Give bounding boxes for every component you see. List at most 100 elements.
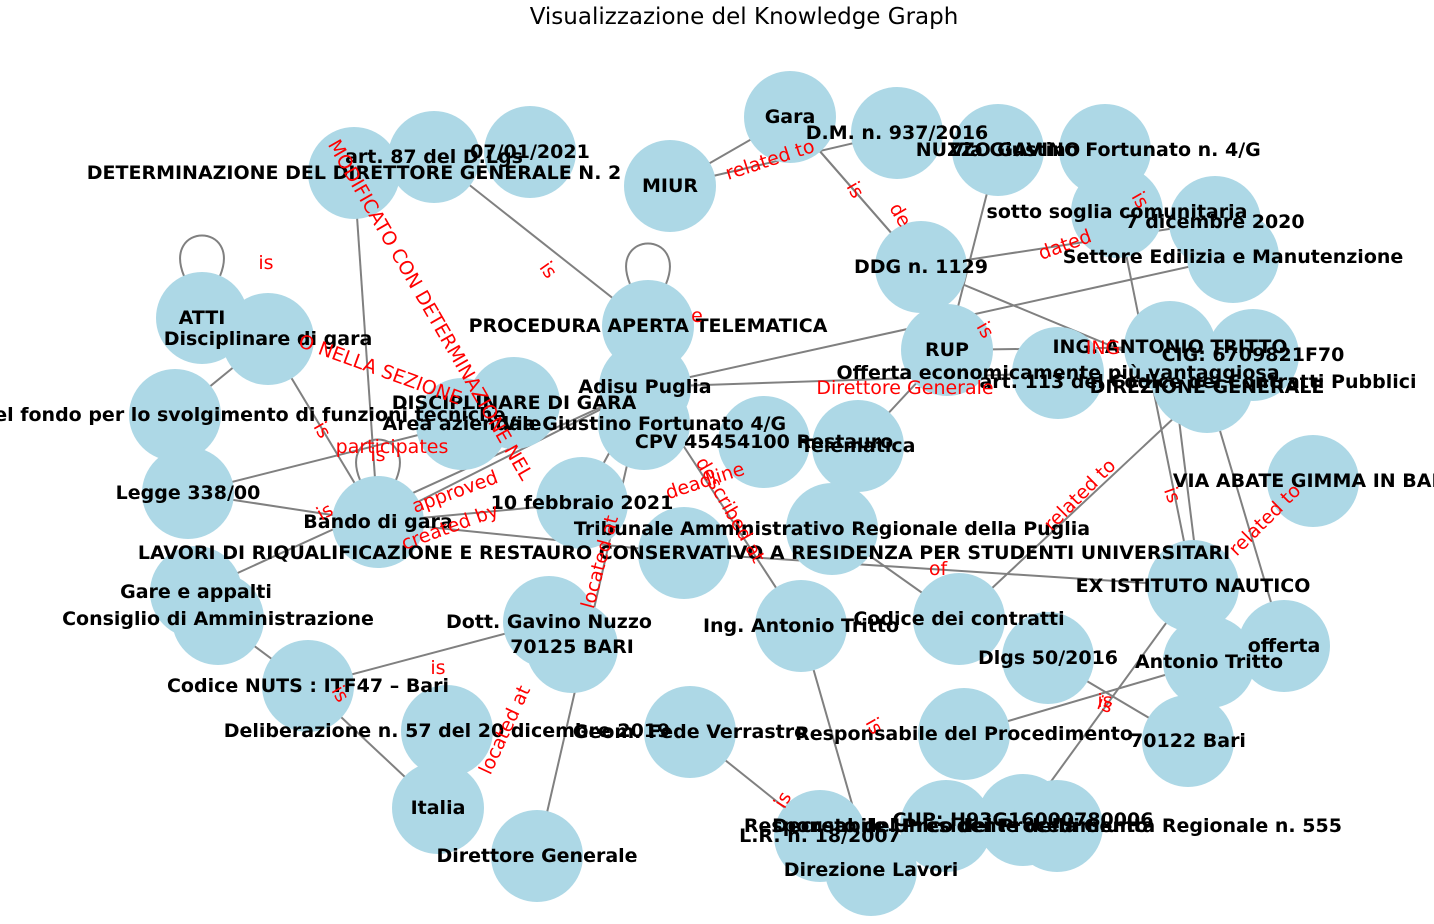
node-offerta — [1238, 600, 1330, 692]
node-codice_contratti — [913, 573, 1005, 665]
node-label-gare_appalti: Gare e appalti — [120, 581, 272, 603]
edge-label-lavori-nautico: of — [929, 558, 949, 580]
node-label-responsabile: Responsabile del Procedimento — [795, 723, 1133, 745]
node-label-tar: Tribunale Amministrativo Regionale della… — [574, 518, 1090, 540]
node-label-ddg1129: DDG n. 1129 — [854, 256, 988, 278]
node-label-lavori: LAVORI DI RIQUALIFICAZIONE E RESTAURO CO… — [138, 542, 1230, 564]
node-dir_lavori — [825, 824, 917, 916]
edge-label-art87-procedura: is — [535, 257, 562, 282]
node-label-area: Area aziendale — [382, 413, 541, 435]
node-nuzzo — [952, 104, 1044, 196]
node-label-verrastro: Geom. Fede Verrastro — [573, 721, 807, 743]
node-feb2021 — [536, 457, 628, 549]
node-settore — [1187, 211, 1279, 303]
node-label-resp_unico: Responsabile Unico del Procedimento — [744, 815, 1148, 837]
node-offerta_econ — [1012, 327, 1104, 419]
node-label-consiglio: Consiglio di Amministrazione — [62, 608, 374, 630]
node-gara — [744, 71, 836, 163]
node-label-procedura: PROCEDURA APERTA TELEMATICA — [469, 315, 828, 337]
node-direzione — [1161, 341, 1253, 433]
edge-label-atti-atti: is — [258, 252, 273, 274]
node-label-cup: CUP: H93G16000780006 — [893, 809, 1154, 831]
node-label-adisu: Adisu Puglia — [578, 376, 711, 398]
edge-label-rup-tritto_caps: ING — [1086, 337, 1121, 359]
node-miur — [624, 140, 716, 232]
node-label-disciplinare: Disciplinare di gara — [164, 328, 373, 350]
node-label-gavino: Dott. Gavino Nuzzo — [446, 611, 652, 633]
node-responsabile — [918, 688, 1010, 780]
edge-adisu-offerta_econ — [644, 372, 1059, 388]
node-consiglio — [172, 573, 264, 665]
node-via_fortunato_2 — [598, 378, 690, 470]
node-cpv — [718, 396, 810, 488]
node-ddg1129 — [875, 221, 967, 313]
edge-label-nautico-cup: is — [1094, 692, 1116, 718]
node-label-determ: DETERMINAZIONE DEL DIRETTORE GENERALE N.… — [87, 162, 622, 184]
nodes-layer — [129, 71, 1359, 916]
node-label-dir_generale: Direttore Generale — [436, 845, 637, 867]
edge-label-bari70122-dlgs50: is — [1097, 690, 1112, 712]
node-area — [416, 378, 508, 470]
node-label-antonio_tritto: Antonio Tritto — [1135, 651, 1283, 673]
node-determ — [308, 127, 400, 219]
node-tar — [786, 483, 878, 575]
edge-bando-bando — [355, 438, 401, 481]
node-legge338 — [142, 447, 234, 539]
edge-label-bando-adisu: is — [370, 444, 385, 466]
node-label-gara: Gara — [765, 106, 816, 128]
node-label-lr18: L.R. n. 18/2007 — [739, 825, 901, 847]
edge-label-bando-bando: participates — [336, 436, 449, 458]
node-label-italia: Italia — [411, 797, 466, 819]
node-telematica — [812, 400, 904, 492]
node-label-nuzzo: NUZZO GAVINO — [916, 139, 1081, 161]
edge-label-adisu-offerta_econ: Direttore Generale — [816, 377, 993, 399]
node-disciplinare — [222, 293, 314, 385]
node-bari70122 — [1142, 695, 1234, 787]
node-bari70125 — [526, 601, 618, 693]
node-label-miur: MIUR — [642, 175, 698, 197]
node-label-feb2021: 10 febbraio 2021 — [491, 492, 674, 514]
node-ripartizione — [129, 369, 221, 461]
graph-title: Visualizzazione del Knowledge Graph — [530, 4, 959, 30]
edge-label-tritto_caps-antonio_tritto: is — [1159, 484, 1185, 506]
node-label-nautico: EX ISTITUTO NAUTICO — [1076, 575, 1311, 597]
node-dm937 — [851, 87, 943, 179]
node-dlgs50 — [1002, 612, 1094, 704]
node-data0701 — [484, 106, 576, 198]
node-label-atti: ATTI — [179, 307, 226, 329]
node-label-data0701: 07/01/2021 — [470, 141, 590, 163]
node-label-dm937: D.M. n. 937/2016 — [806, 122, 989, 144]
node-label-art87: art. 87 del D.Lgs — [345, 146, 523, 168]
node-label-nuts: Codice NUTS : ITF47 – Bari — [167, 675, 449, 697]
node-tritto_ing — [755, 580, 847, 672]
edge-lavori-bando — [377, 521, 685, 554]
node-art87 — [388, 111, 480, 203]
edge-determ-bando — [353, 172, 379, 523]
node-label-dir_lavori: Direzione Lavori — [784, 859, 958, 881]
node-italia — [392, 762, 484, 854]
node-rup — [901, 304, 993, 396]
node-label-bari70125: 70125 BARI — [510, 636, 634, 658]
node-bando — [332, 476, 424, 568]
edge-legge338-area — [187, 423, 463, 494]
node-label-decreto: Decreto del Presidente della Giunta Regi… — [772, 815, 1342, 837]
node-label-art113: art. 113 del Codice dei Contratti Pubbli… — [979, 371, 1416, 393]
node-label-cpv: CPV 45454100 Restauro — [635, 431, 893, 453]
node-label-offerta_econ: Offerta economicamente più vantaggiosa — [836, 362, 1279, 384]
node-label-bando: Bando di gara — [303, 511, 452, 533]
node-nuts — [262, 640, 354, 732]
node-verrastro — [644, 686, 736, 778]
node-label-dlgs50: Dlgs 50/2016 — [978, 647, 1118, 669]
node-label-tritto_ing: Ing. Antonio Tritto — [703, 615, 899, 637]
node-label-rup: RUP — [925, 339, 969, 361]
node-antonio_tritto — [1163, 616, 1255, 708]
node-label-codice_contratti: Codice dei contratti — [853, 608, 1064, 630]
edge-label-procedura-procedura: e — [691, 305, 703, 327]
node-label-cig: CIG: 6709821F70 — [1162, 344, 1345, 366]
node-label-via_fortunato_2: Via Giustino Fortunato 4/G — [502, 413, 786, 435]
node-label-settore: Settore Edilizia e Manutenzione — [1063, 246, 1404, 268]
node-label-abate: VIA ABATE GIMMA IN BARI — [1173, 470, 1434, 492]
node-delib57 — [401, 685, 493, 777]
